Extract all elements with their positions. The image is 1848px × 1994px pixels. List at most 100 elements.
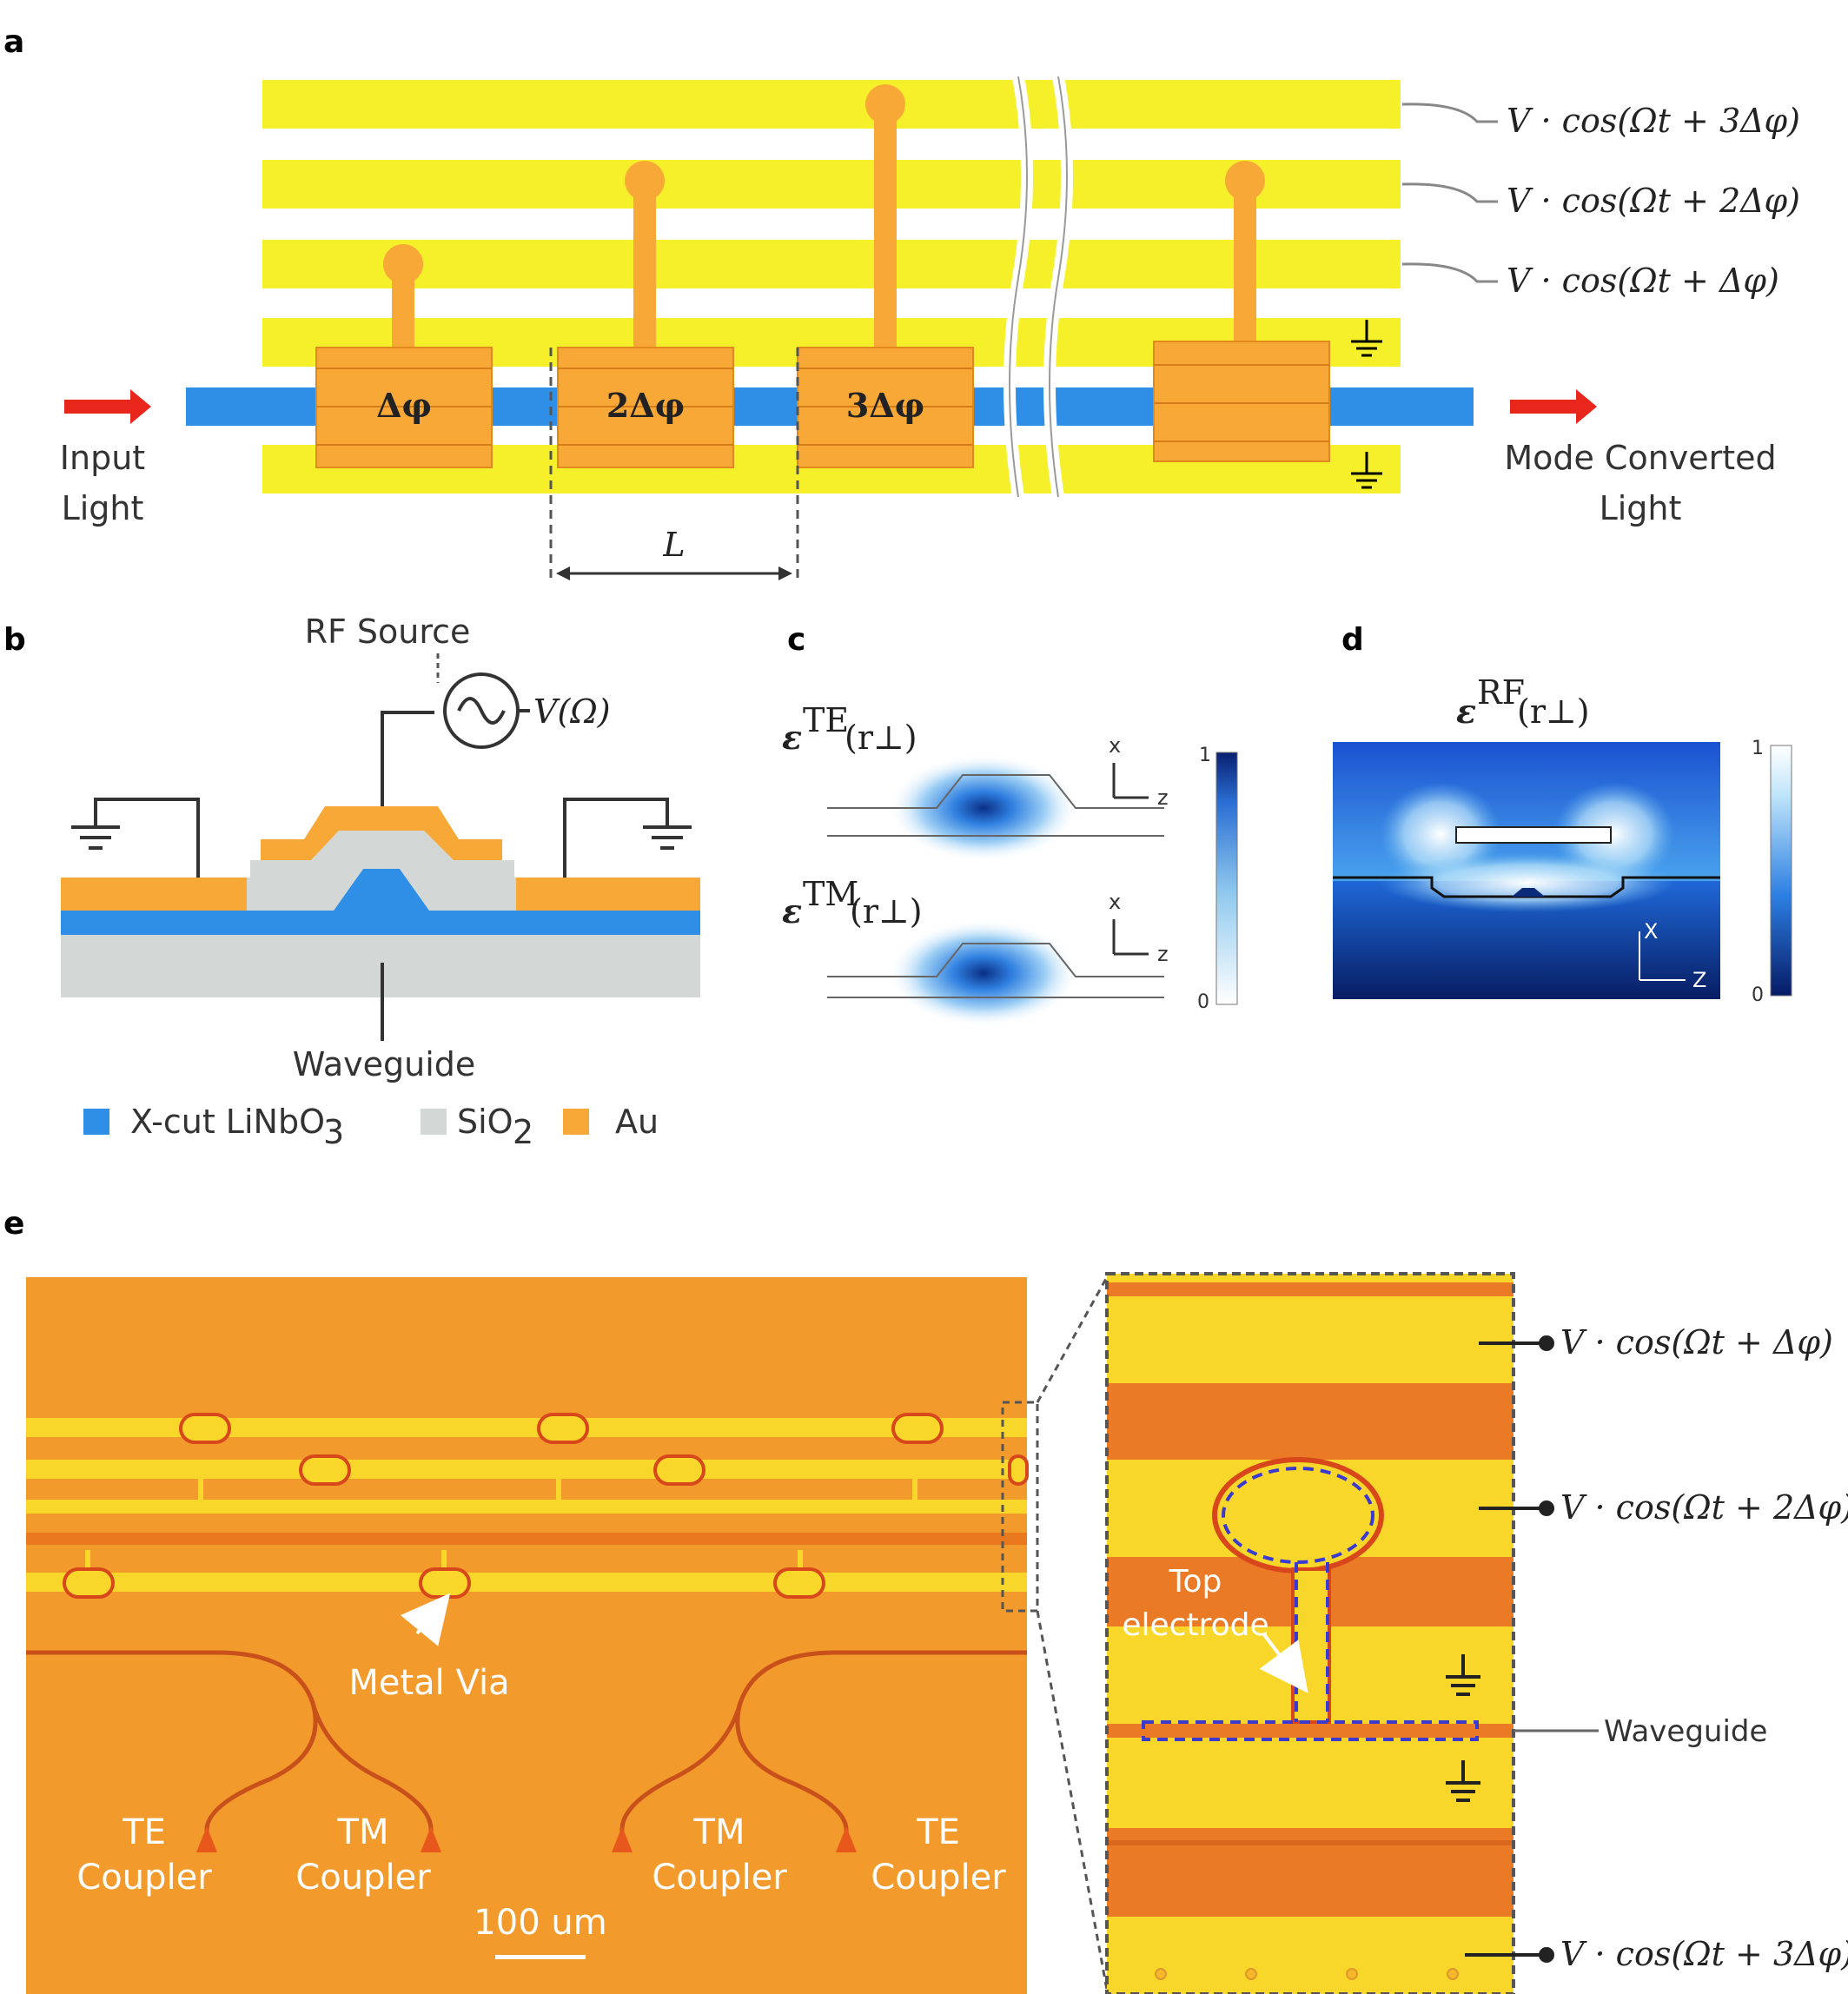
rf-voltage-label: V(Ω) xyxy=(533,692,611,731)
legend-swatch-linbo3 xyxy=(83,1109,109,1135)
input-label-line1: Input xyxy=(60,439,145,477)
coupler-2-label: Coupler xyxy=(295,1858,431,1898)
linbo3-slab xyxy=(61,911,700,935)
legend-swatch-au xyxy=(563,1109,589,1135)
colorbar-d xyxy=(1770,745,1792,997)
panel-d: d ε RF (r⊥) X Z 1 0 xyxy=(1333,622,1792,1006)
tm-label: ε xyxy=(782,891,802,931)
top-electrode-label-line2: electrode xyxy=(1122,1607,1268,1643)
waveguide-label-b: Waveguide xyxy=(293,1045,476,1083)
panel-e-letter: e xyxy=(3,1206,24,1242)
panel-b-letter: b xyxy=(3,622,26,658)
output-label-line2: Light xyxy=(1600,489,1682,527)
colorbar-c xyxy=(1215,752,1238,1005)
panel-e: e xyxy=(3,1206,1848,1994)
phase-label-3: 3Δφ xyxy=(846,386,924,425)
zoom-voltage-label-2: V · cos(Ωt + 2Δφ) xyxy=(1560,1488,1848,1527)
ground-symbol-e-lower xyxy=(1446,1760,1480,1802)
legend-subscript-sio2: 2 xyxy=(513,1113,533,1151)
panel-c: c ε TE (r⊥) x z ε TM (r⊥) x z 1 0 xyxy=(782,622,1238,1027)
te-mode-plot: ε TE (r⊥) x z xyxy=(782,701,1169,862)
rf-field-superscript: RF xyxy=(1477,673,1525,712)
ground-symbol-upper xyxy=(1351,320,1382,357)
output-label-line1: Mode Converted xyxy=(1504,439,1776,477)
metal-via-markers xyxy=(63,1413,1029,1599)
panel-c-letter: c xyxy=(787,622,805,658)
rf-field-title: ε xyxy=(1456,692,1476,731)
colorbar-d-max: 1 xyxy=(1752,738,1764,759)
tm-superscript: TM xyxy=(803,875,858,913)
coupler-2-mode: TM xyxy=(337,1812,389,1852)
tm-axis-z: z xyxy=(1157,942,1169,966)
zoom-voltage-leaders xyxy=(1465,1335,1599,1963)
break-mark xyxy=(1003,75,1073,499)
legend-swatch-sio2 xyxy=(421,1109,447,1135)
colorbar-c-max: 1 xyxy=(1199,745,1211,766)
phase-label-2: 2Δφ xyxy=(606,386,685,425)
length-marker: L xyxy=(549,348,799,582)
electrode-stripes xyxy=(262,80,1401,494)
input-label-line2: Light xyxy=(62,489,144,527)
legend-subscript-linbo3: 3 xyxy=(323,1113,344,1151)
top-electrode-1 xyxy=(315,244,493,468)
zoom-inset-frame xyxy=(1105,1272,1515,1994)
top-electrode-4 xyxy=(1153,161,1330,462)
ground-symbol-b-right xyxy=(643,825,692,850)
legend-label-sio2: SiO xyxy=(457,1103,513,1141)
tm-mode-plot: ε TM (r⊥) x z xyxy=(782,875,1169,1027)
coupler-4-label: Coupler xyxy=(871,1858,1006,1898)
zoom-waveguide-label: Waveguide xyxy=(1604,1714,1767,1749)
legend-label-au: Au xyxy=(615,1103,659,1141)
output-arrow xyxy=(1510,389,1597,424)
electrode-stripe-2 xyxy=(262,160,1401,209)
metal-via-label: Metal Via xyxy=(348,1663,509,1703)
colorbar-d-min: 0 xyxy=(1752,984,1764,1006)
electrode-stripe-1 xyxy=(262,80,1401,129)
coupler-1-mode: TE xyxy=(122,1812,166,1852)
panel-d-letter: d xyxy=(1341,622,1364,658)
length-label: L xyxy=(662,526,685,564)
rf-field-argument: (r⊥) xyxy=(1517,692,1590,731)
voltage-label-3: V · cos(Ωt + 3Δφ) xyxy=(1507,102,1800,140)
te-label: ε xyxy=(782,718,802,757)
rf-field-plot: X Z xyxy=(1333,742,1720,999)
scale-bar-label: 100 um xyxy=(474,1903,606,1943)
voltage-leaders xyxy=(1401,103,1498,283)
colorbar-c-min: 0 xyxy=(1197,991,1209,1013)
phase-label-1: Δφ xyxy=(376,386,432,425)
zoom-voltage-label-1: V · cos(Ωt + Δφ) xyxy=(1560,1323,1833,1361)
ground-electrode-left xyxy=(61,878,247,911)
te-superscript: TE xyxy=(803,701,849,739)
panel-a-letter: a xyxy=(3,24,24,60)
rf-axis-x: X xyxy=(1644,919,1658,944)
coupler-3-label: Coupler xyxy=(652,1858,787,1898)
ground-symbol-b-left xyxy=(71,825,120,850)
ground-symbol-e-upper xyxy=(1446,1654,1480,1696)
tm-argument: (r⊥) xyxy=(850,892,923,931)
panel-b: b RF Source V(Ω) Waveguide xyxy=(3,613,700,1151)
zoom-voltage-label-3: V · cos(Ωt + 3Δφ) xyxy=(1560,1935,1848,1973)
top-electrode-label-line1: Top xyxy=(1169,1564,1222,1600)
te-axis-z: z xyxy=(1157,785,1169,810)
panel-a: a xyxy=(3,24,1800,582)
scale-bar xyxy=(495,1955,586,1959)
coupler-4-mode: TE xyxy=(916,1812,960,1852)
voltage-label-1: V · cos(Ωt + Δφ) xyxy=(1507,262,1779,300)
te-axis-x: x xyxy=(1109,733,1121,758)
top-electrode-cross-section xyxy=(261,806,502,860)
electrode-stripe-3 xyxy=(262,240,1401,288)
zoom-inset: Top electrode xyxy=(1107,1274,1514,1994)
te-argument: (r⊥) xyxy=(845,719,917,757)
sio2-cladding xyxy=(250,831,514,911)
top-electrode-3 xyxy=(797,84,974,468)
ridge-waveguide xyxy=(334,869,429,911)
coupler-3-mode: TM xyxy=(693,1812,745,1852)
input-arrow xyxy=(64,389,151,424)
coupler-1-label: Coupler xyxy=(76,1858,212,1898)
ground-electrode-right xyxy=(516,878,700,911)
ground-symbol-lower xyxy=(1351,452,1382,489)
zoom-region-marker xyxy=(1001,1401,1039,1613)
legend-label-linbo3: X-cut LiNbO xyxy=(130,1103,325,1141)
tm-axis-x: x xyxy=(1109,890,1121,914)
